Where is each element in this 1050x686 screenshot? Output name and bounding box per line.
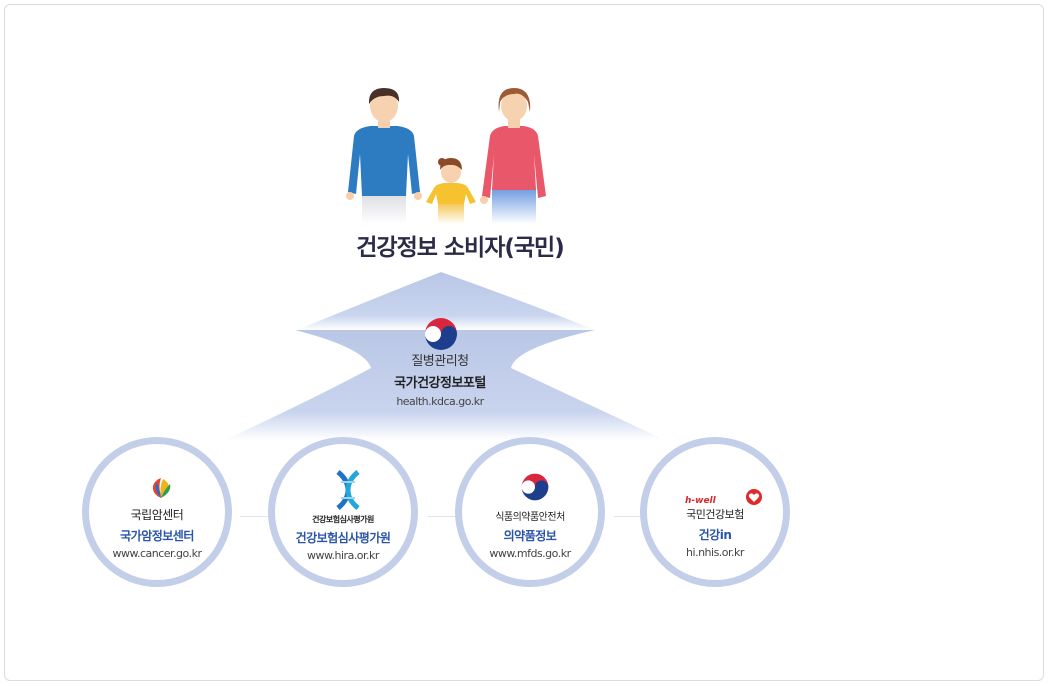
partner-url[interactable]: www.cancer.go.kr [112,547,202,560]
partner-cancer-center[interactable]: 국립암센터 국가암정보센터 www.cancer.go.kr [82,437,232,587]
partner-url[interactable]: www.mfds.go.kr [489,547,571,560]
family-illustration [346,88,546,224]
partner-org-name: 식품의약품안전처 [495,512,565,523]
cancer-center-logo-icon [152,478,171,498]
partner-service-name: 건강보험심사평가원 [295,531,391,545]
upward-arrow-shape [225,272,665,440]
h-well-brand: h-well [685,496,716,506]
kdca-org-name: 질병관리청 [411,354,469,369]
partner-nhis[interactable]: h-well 국민건강보험 건강in hi.nhis.or.kr [640,437,790,587]
partner-org-name: 건강보험심사평가원 [312,515,374,524]
partner-service-name: 국가암정보센터 [120,529,194,543]
partner-url[interactable]: hi.nhis.or.kr [686,546,744,559]
connector-line [614,516,644,517]
nhis-logo-icon [746,489,762,505]
partner-service-name: 의약품정보 [503,529,557,543]
taegeuk-logo-icon [425,318,457,350]
partner-org-name: 국립암센터 [130,508,184,522]
father-figure [346,88,422,224]
connector-line [240,516,270,517]
child-figure [426,158,476,224]
mother-figure [480,88,546,224]
connector-line [428,516,458,517]
kdca-portal[interactable]: 질병관리청 국가건강정보포털 health.kdca.go.kr [340,350,540,408]
hira-logo-icon [336,470,360,510]
partner-mfds[interactable]: 식품의약품안전처 의약품정보 www.mfds.go.kr [455,437,605,587]
partner-hira[interactable]: 건강보험심사평가원 건강보험심사평가원 www.hira.or.kr [268,437,418,587]
content-frame [4,4,1044,681]
partner-org-name: 국민건강보험 [686,508,744,521]
kdca-service-name: 국가건강정보포털 [394,376,486,391]
taegeuk-logo-icon [521,473,549,501]
kdca-url[interactable]: health.kdca.go.kr [396,395,484,408]
partner-service-name: 건강in [698,528,732,542]
partner-url[interactable]: www.hira.or.kr [307,549,379,562]
diagram-title: 건강정보 소비자(국민) [356,235,564,261]
